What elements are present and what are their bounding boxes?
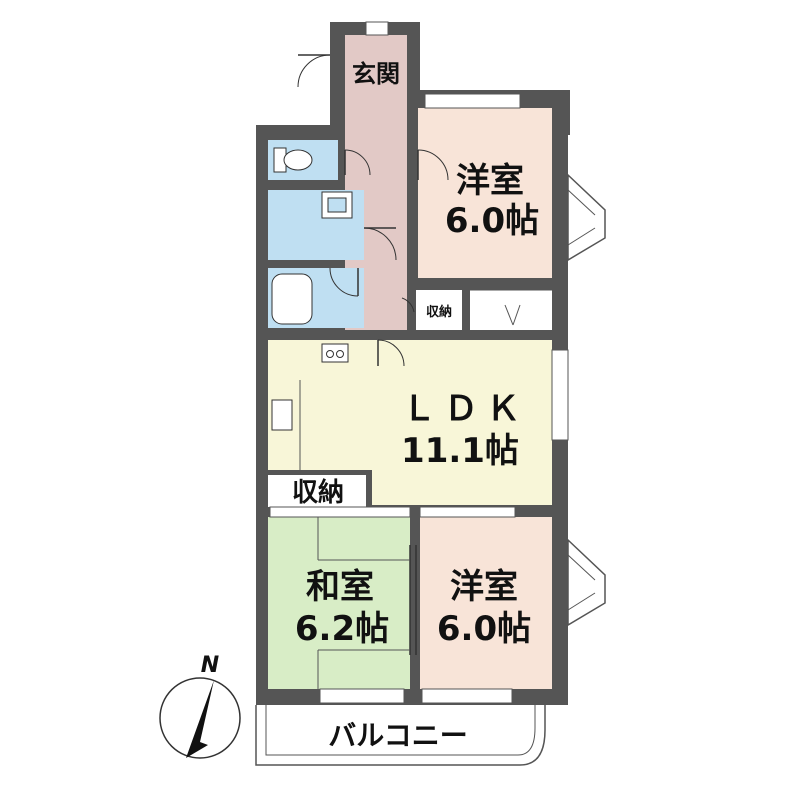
ldk-name: ＬＤＫ xyxy=(402,389,528,429)
compass: N xyxy=(159,653,241,759)
kitchen-counter xyxy=(271,380,301,470)
balcony-inner xyxy=(265,705,536,756)
storage-small-label: 収納 xyxy=(426,304,452,320)
closet-doors xyxy=(470,289,552,326)
storage-ldk-label: 収納 xyxy=(292,477,344,508)
western-room-bottom-size: 6.0帖 xyxy=(437,609,531,649)
windows xyxy=(269,21,569,704)
closet-strip-floor xyxy=(470,290,552,330)
entrance-label: 玄関 xyxy=(352,60,400,88)
ldk-floor xyxy=(268,340,552,505)
entrance-floor xyxy=(345,35,407,100)
japanese-room-name: 和室 xyxy=(306,567,374,607)
doors xyxy=(297,54,449,655)
storage-ldk-floor xyxy=(268,475,366,507)
bay-window-top xyxy=(567,173,606,262)
tatami-lines xyxy=(317,517,410,689)
japanese-room-size: 6.2帖 xyxy=(295,609,389,649)
western-room-top-floor xyxy=(418,108,552,278)
bay-window-bottom xyxy=(567,538,606,627)
balcony-outline xyxy=(255,705,546,766)
ldk-size: 11.1帖 xyxy=(401,431,519,471)
japanese-room-floor xyxy=(268,517,410,689)
sink-icon xyxy=(321,191,353,219)
western-room-top-name: 洋室 xyxy=(456,161,524,201)
western-room-bottom-floor xyxy=(420,517,552,689)
bathtub-icon xyxy=(271,273,313,325)
western-room-bottom-name: 洋室 xyxy=(450,567,518,607)
storage-small-floor xyxy=(416,290,462,330)
stove-icon xyxy=(321,343,349,363)
north-arrow-icon xyxy=(186,680,214,758)
toilet-icon xyxy=(273,147,313,173)
western-room-top-size: 6.0帖 xyxy=(445,201,539,241)
compass-label: N xyxy=(201,653,219,678)
balcony-label: バルコニー xyxy=(328,719,467,752)
